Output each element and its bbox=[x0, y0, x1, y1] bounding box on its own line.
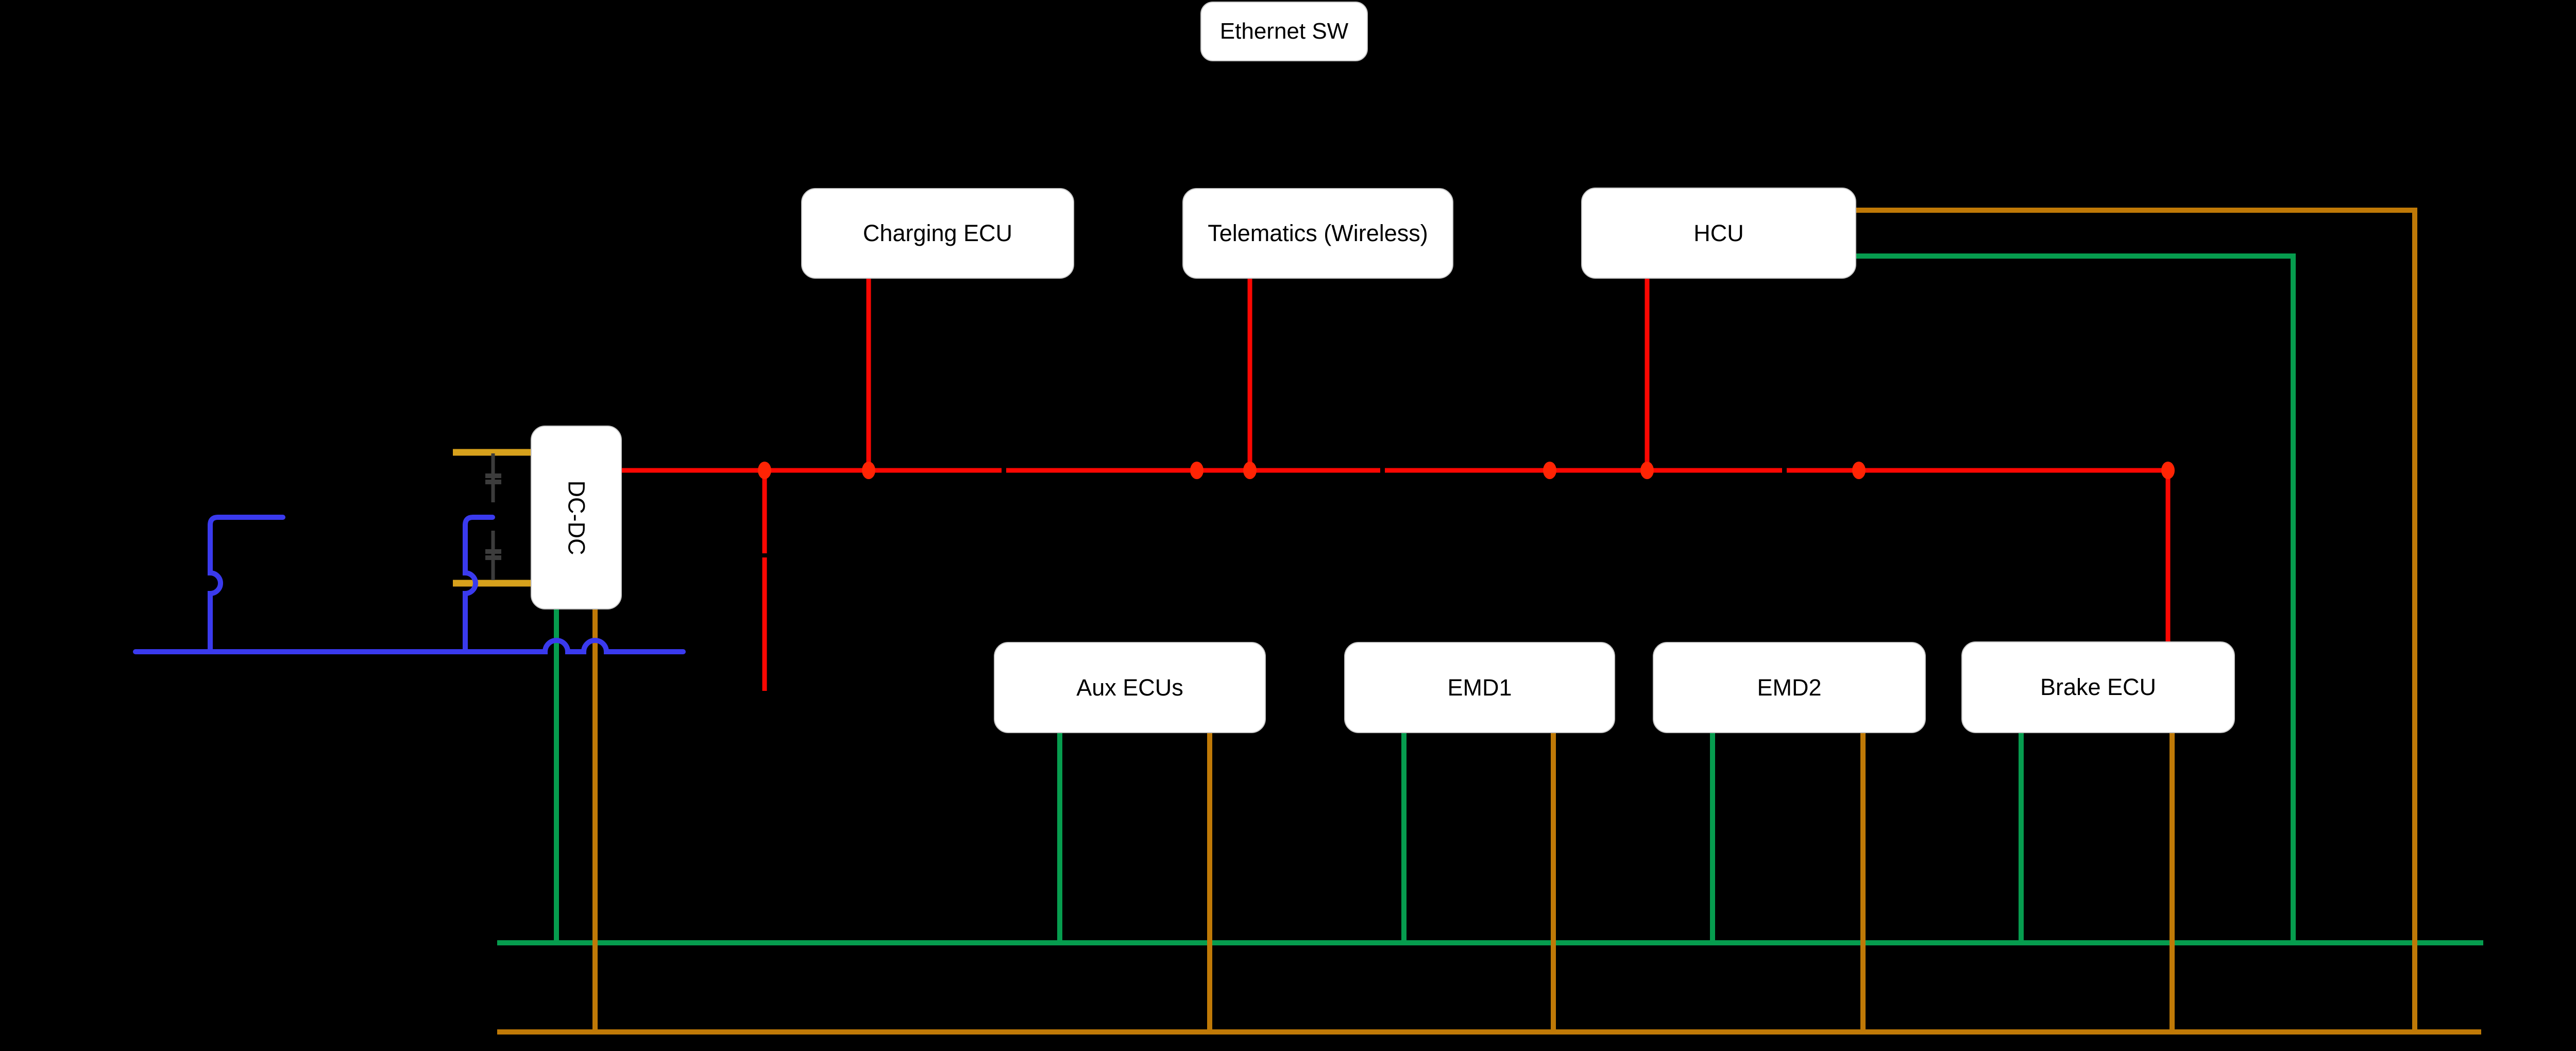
node-label: EMD1 bbox=[1447, 674, 1512, 701]
node-label: Brake ECU bbox=[2040, 674, 2157, 700]
red-can-bus bbox=[622, 279, 2171, 691]
node-label: HCU bbox=[1693, 219, 1744, 246]
node-ethernet-sw: Ethernet SW bbox=[1200, 2, 1368, 61]
node-label: EMD2 bbox=[1757, 674, 1822, 701]
node-dcdc: DC-DC bbox=[531, 426, 622, 609]
node-charging-ecu: Charging ECU bbox=[801, 188, 1074, 279]
node-emd1: EMD1 bbox=[1344, 642, 1615, 733]
red-bus-junction-dots bbox=[758, 462, 2175, 479]
blue-lv-lines bbox=[133, 515, 686, 654]
node-brake-ecu: Brake ECU bbox=[1961, 641, 2235, 733]
node-label: Charging ECU bbox=[862, 220, 1013, 246]
node-label: Ethernet SW bbox=[1219, 19, 1349, 44]
node-label: DC-DC bbox=[563, 480, 590, 555]
node-telematics: Telematics (Wireless) bbox=[1182, 188, 1453, 279]
node-label: Telematics (Wireless) bbox=[1208, 220, 1428, 246]
node-aux-ecus: Aux ECUs bbox=[994, 642, 1266, 733]
hv-yellow-lines bbox=[453, 449, 531, 587]
orange-network-lines bbox=[497, 208, 2481, 1035]
green-network-lines bbox=[497, 253, 2483, 945]
node-label: Aux ECUs bbox=[1076, 674, 1183, 701]
node-emd2: EMD2 bbox=[1653, 642, 1926, 733]
node-hcu: HCU bbox=[1581, 188, 1856, 279]
capacitor-symbols bbox=[485, 453, 501, 580]
